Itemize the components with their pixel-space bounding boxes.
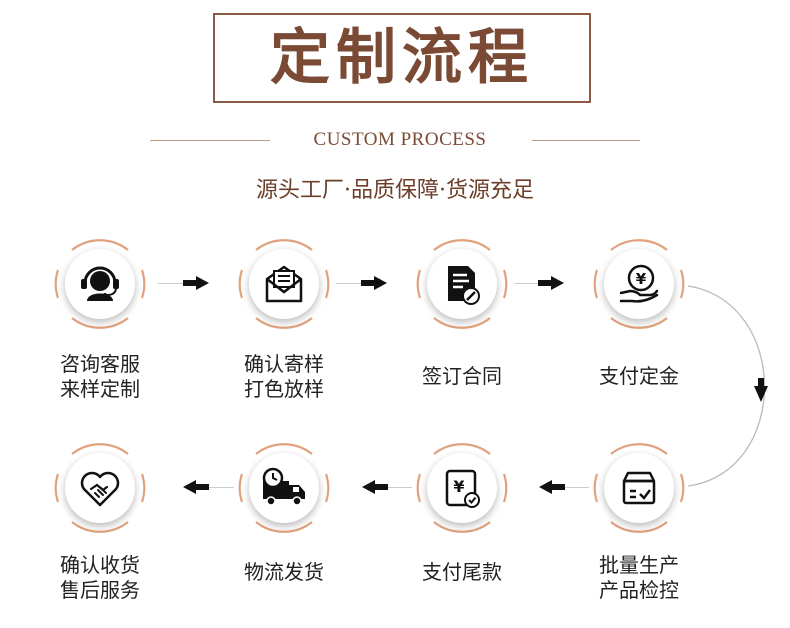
envelope-icon — [265, 265, 303, 303]
subtitle-left-line — [150, 140, 270, 141]
step-consult — [50, 234, 150, 334]
step-ring — [238, 239, 330, 329]
arrow-left-icon — [183, 480, 209, 494]
tagline: 源头工厂·品质保障·货源充足 — [256, 178, 534, 203]
subtitle-right-line — [532, 140, 640, 141]
connector-line — [209, 487, 234, 488]
step-ring — [416, 239, 508, 329]
step-sign-contract — [412, 234, 512, 334]
step-label: 物流发货 — [214, 560, 354, 585]
step-label-line2: 打色放样 — [244, 377, 324, 401]
step-label-line1: 支付尾款 — [422, 560, 502, 584]
arrow-left-icon — [539, 480, 565, 494]
step-label-line2: 售后服务 — [60, 578, 140, 602]
step-label: 咨询客服 来样定制 — [30, 352, 170, 402]
step-circle: ¥ — [604, 249, 674, 319]
page-title: 定制流程 — [270, 23, 534, 93]
step-circle — [65, 453, 135, 523]
step-label-line2: 来样定制 — [60, 377, 140, 401]
step-label-line1: 签订合同 — [422, 364, 502, 388]
subtitle: CUSTOM PROCESS — [313, 129, 487, 150]
step-confirm-sample — [234, 234, 334, 334]
heart-handshake-icon — [80, 471, 120, 507]
truck-icon — [262, 467, 305, 506]
box-icon — [622, 471, 656, 505]
svg-text:¥: ¥ — [453, 477, 464, 496]
step-logistics — [234, 438, 334, 538]
step-label: 签订合同 — [392, 364, 532, 389]
connector-line — [158, 283, 183, 284]
step-label: 确认寄样 打色放样 — [214, 352, 354, 402]
step-ring — [593, 239, 685, 329]
step-circle — [249, 453, 319, 523]
step-circle: ¥ — [427, 453, 497, 523]
step-pay-deposit: ¥ — [589, 234, 689, 334]
step-label-line2: 产品检控 — [599, 578, 679, 602]
step-pay-balance: ¥ — [412, 438, 512, 538]
yen-hand-icon: ¥ — [619, 264, 659, 303]
step-label-line1: 支付定金 — [599, 364, 679, 388]
arrow-right-icon — [361, 276, 387, 290]
step-label-line1: 物流发货 — [244, 560, 324, 584]
step-confirm-receipt — [50, 438, 150, 538]
step-circle — [249, 249, 319, 319]
step-circle — [65, 249, 135, 319]
contract-icon — [448, 266, 480, 305]
arrow-right-icon — [538, 276, 564, 290]
yen-document-icon: ¥ — [445, 469, 480, 508]
connector-line — [514, 283, 538, 284]
step-circle — [427, 249, 497, 319]
step-ring — [54, 239, 146, 329]
arrow-left-icon — [362, 480, 388, 494]
step-ring — [238, 443, 330, 533]
step-label-line1: 批量生产 — [599, 553, 679, 577]
flow-curve — [687, 285, 768, 487]
step-ring — [416, 443, 508, 533]
arrow-right-icon — [183, 276, 209, 290]
step-circle — [604, 453, 674, 523]
step-label: 批量生产 产品检控 — [569, 553, 709, 603]
step-label: 支付定金 — [569, 364, 709, 389]
step-mass-production — [589, 438, 689, 538]
svg-text:¥: ¥ — [636, 270, 647, 288]
connector-line — [336, 283, 361, 284]
headset-icon — [81, 266, 119, 301]
step-label-line1: 确认寄样 — [244, 352, 324, 376]
step-label-line1: 咨询客服 — [60, 352, 140, 376]
connector-line — [565, 487, 589, 488]
step-label-line1: 确认收货 — [60, 553, 140, 577]
step-ring — [54, 443, 146, 533]
title-box: 定制流程 — [213, 13, 591, 103]
arrow-down-icon — [754, 386, 768, 402]
step-label: 支付尾款 — [392, 560, 532, 585]
connector-line — [388, 487, 412, 488]
step-ring — [593, 443, 685, 533]
step-label: 确认收货 售后服务 — [30, 553, 170, 603]
